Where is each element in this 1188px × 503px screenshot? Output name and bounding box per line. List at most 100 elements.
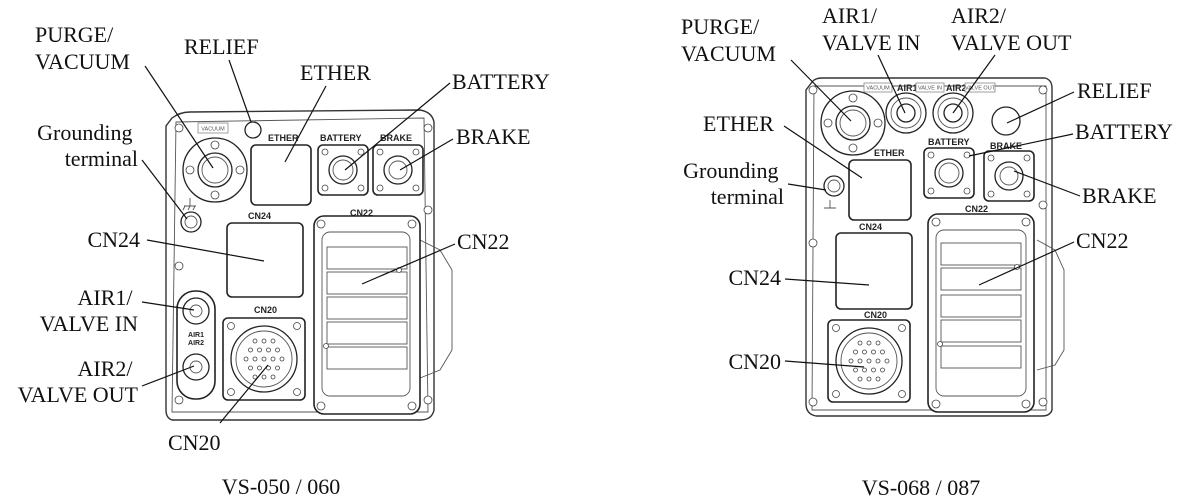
air-ports	[176, 290, 216, 400]
callout-air1-valve-in: AIR1/ VALVE IN	[822, 3, 921, 55]
connector-pin	[857, 340, 863, 346]
relief-port	[244, 121, 262, 139]
callout-cn20: CN20	[728, 349, 781, 374]
callout-grounding-terminal: Grounding terminal	[37, 120, 138, 171]
mount-hole	[808, 397, 818, 407]
brake-connector	[983, 150, 1035, 202]
callout-cn24: CN24	[87, 227, 140, 252]
cn24-port	[226, 222, 304, 298]
air1-panel-label: AIR1	[897, 83, 918, 93]
panel-vs050-060: VACUUM ETHER BATTERY BRAKE	[165, 109, 453, 421]
caption-vs068-087: VS-068 / 087	[862, 475, 981, 500]
connector-pin	[248, 347, 253, 353]
panel-inner-outline	[171, 117, 429, 413]
callout-air2-valve-out: AIR2/ VALVE OUT	[18, 356, 139, 407]
valve-out-tag-label: VALVE OUT	[965, 86, 996, 92]
connector-pin	[252, 338, 258, 344]
cn20-connector	[222, 317, 306, 401]
mount-hole	[1038, 397, 1048, 407]
connector-pin	[853, 367, 858, 373]
connector-pin	[871, 367, 876, 373]
callout-battery: BATTERY	[452, 69, 550, 94]
connector-pin	[857, 358, 863, 364]
relief-port	[991, 106, 1021, 136]
mount-hole	[808, 85, 818, 95]
cn24-panel-label: CN24	[859, 222, 882, 232]
connector-pin	[248, 365, 253, 371]
mount-hole	[174, 123, 184, 133]
brake-panel-label: BRAKE	[990, 141, 1022, 151]
connector-pin	[266, 365, 271, 371]
vacuum-tag-label: VACUUM	[201, 127, 225, 133]
connector-pin	[252, 374, 258, 380]
grounding-terminal	[823, 175, 845, 209]
callout-relief: RELIEF	[184, 34, 259, 59]
valve-out-tag	[964, 82, 996, 93]
callout-cn20: CN20	[168, 430, 221, 455]
connector-pin	[853, 349, 858, 355]
connector-pin	[252, 356, 258, 362]
connector-pin	[857, 376, 863, 382]
connector-pin	[261, 356, 267, 362]
mount-hole	[423, 395, 433, 405]
connector-pin	[270, 374, 276, 380]
cn24-port	[835, 232, 913, 310]
connector-pin	[257, 347, 262, 353]
connector-pin	[266, 347, 271, 353]
ether-port	[250, 144, 312, 206]
cn22-connector	[313, 215, 421, 415]
connector-pin	[880, 349, 885, 355]
cn22-panel-label: CN22	[350, 208, 373, 218]
connector-pin	[866, 358, 872, 364]
connector-pin	[848, 358, 854, 364]
callout-brake: BRAKE	[456, 124, 531, 149]
connector-pin	[279, 356, 285, 362]
connector-pin	[261, 374, 267, 380]
callout-cn22: CN22	[1076, 228, 1129, 253]
cn22-connector	[927, 213, 1035, 413]
air2-panel-label: AIR2	[946, 83, 967, 93]
valve-in-tag-label: VALVE IN	[918, 86, 942, 92]
mount-hole	[174, 261, 184, 271]
connector-pin	[243, 356, 249, 362]
connector-pin	[270, 356, 276, 362]
callouts-left: PURGE/ VACUUM RELIEF ETHER BATTERY BRAKE…	[18, 22, 550, 455]
mount-hole	[423, 205, 433, 215]
brake-connector	[372, 144, 424, 196]
connector-pin	[261, 338, 267, 344]
connector-pin	[875, 340, 881, 346]
mount-hole	[174, 395, 184, 405]
callout-purge-vacuum: PURGE/ VACUUM	[681, 14, 776, 66]
air2-panel-label: AIR2	[188, 340, 204, 347]
panel-vs068-087: VACUUM AIR1 VALVE IN AIR2 VALVE OUT BATT…	[805, 77, 1065, 417]
connector-pin	[871, 349, 876, 355]
air1-port	[885, 92, 927, 134]
battery-panel-label: BATTERY	[320, 133, 362, 143]
callouts-right: PURGE/ VACUUM AIR1/ VALVE IN AIR2/ VALVE…	[681, 3, 1173, 374]
cn24-panel-label: CN24	[248, 211, 271, 221]
callout-cn22: CN22	[457, 229, 510, 254]
side-bracket	[1036, 239, 1065, 371]
connector-pin	[880, 367, 885, 373]
purge-vacuum-port	[182, 137, 248, 203]
connector-pin	[862, 367, 867, 373]
mount-hole	[1038, 200, 1048, 210]
connector-pin	[866, 340, 872, 346]
mount-hole	[1038, 85, 1048, 95]
connector-pin	[862, 349, 867, 355]
callout-ether: ETHER	[300, 60, 371, 85]
valve-in-tag	[915, 82, 945, 93]
callout-battery: BATTERY	[1075, 119, 1173, 144]
caption-vs050-060: VS-050 / 060	[222, 474, 341, 499]
connector-pin	[270, 338, 276, 344]
cn20-connector	[827, 319, 911, 403]
connector-pin	[257, 365, 262, 371]
brake-panel-label: BRAKE	[380, 133, 412, 143]
ether-port	[848, 159, 912, 221]
cn20-panel-label: CN20	[254, 305, 277, 315]
ether-panel-label: ETHER	[874, 148, 905, 158]
connector-pin	[875, 376, 881, 382]
callout-ether: ETHER	[703, 111, 774, 136]
battery-connector	[317, 144, 369, 196]
vacuum-tag-label: VACUUM	[866, 86, 890, 92]
